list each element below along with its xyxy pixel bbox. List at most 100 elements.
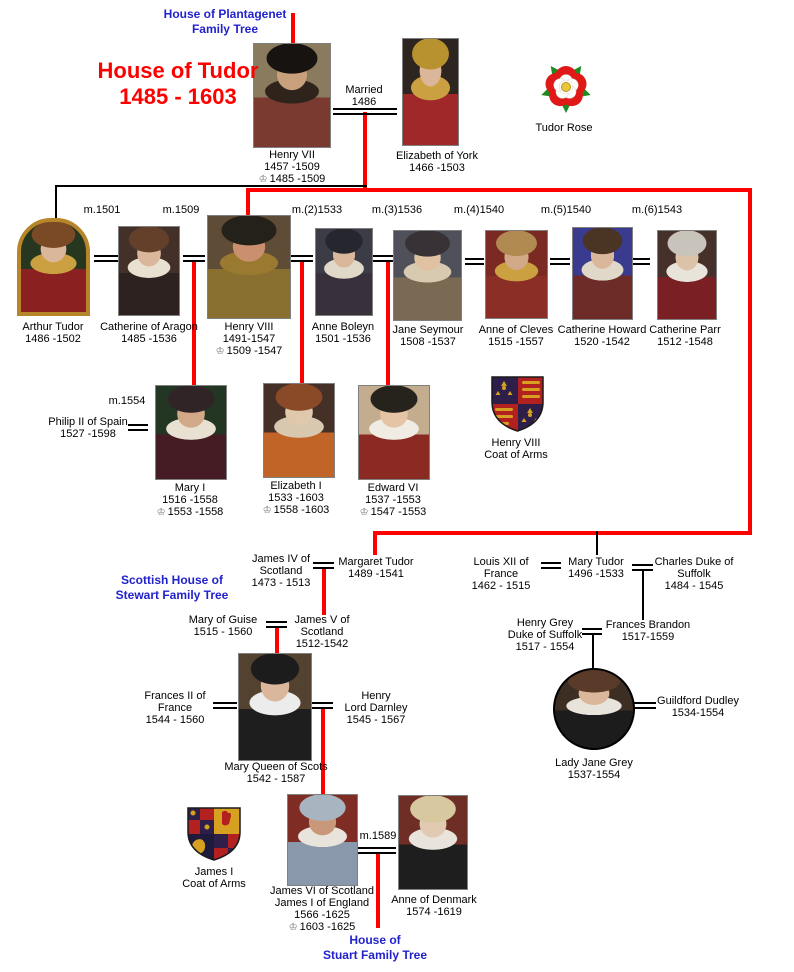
person-dates: 1457 -1509 — [264, 161, 320, 173]
person-name: James V of — [294, 614, 350, 626]
marriage-label-5-1540: m.(5)1540 — [540, 204, 592, 216]
label-mary-of-guise: Mary of Guise 1515 - 1560 — [158, 614, 288, 638]
portrait-mary-i — [155, 385, 227, 480]
person-name: Catherine Parr — [649, 324, 721, 336]
line-to-arthur-horizontal — [55, 185, 367, 187]
marriage-label-2-1533: m.(2)1533 — [291, 204, 343, 216]
person-dates: 1491-1547 — [222, 333, 276, 345]
person-name: Elizabeth I — [270, 480, 322, 492]
line-james6-drop — [321, 709, 325, 794]
label-elizabeth-of-york: Elizabeth of York 1466 -1503 — [377, 150, 497, 174]
marriage-label-1554: m.1554 — [108, 395, 146, 407]
link-plantagenet-family-tree[interactable]: House of Plantagenet Family Tree — [135, 7, 315, 37]
person-name: France — [483, 568, 519, 580]
title-line: 1485 - 1603 — [119, 84, 237, 109]
label-charles-duke-of-suffolk: Charles Duke of Suffolk 1484 - 1545 — [629, 556, 759, 592]
label-mary-i: Mary I 1516 -1558 ♔1553 -1558 — [130, 482, 250, 519]
line-james5-drop — [322, 569, 326, 615]
person-reign: ♔1553 -1558 — [156, 506, 224, 518]
person-name: Arthur Tudor — [22, 321, 84, 333]
link-stuart-family-tree[interactable]: House of Stuart Family Tree — [285, 933, 465, 963]
person-dates: 1537 -1553 — [365, 494, 421, 506]
label-anne-boleyn: Anne Boleyn 1501 -1536 — [288, 321, 398, 345]
person-dates: 1516 -1558 — [162, 494, 218, 506]
line-mary1-drop — [192, 262, 196, 385]
label-guildford-dudley: Guildford Dudley 1534-1554 — [628, 695, 768, 719]
marriage-line-anne-boleyn-jane-seymour — [373, 255, 395, 262]
line-mary-tudor-drop — [596, 531, 598, 555]
person-dates: 1462 - 1515 — [471, 580, 531, 592]
crown-icon: ♔ — [156, 507, 166, 518]
person-name: Anne Boleyn — [311, 321, 375, 333]
label-jane-seymour: Jane Seymour 1508 -1537 — [373, 324, 483, 348]
label-mary-queen-of-scots: Mary Queen of Scots 1542 - 1587 — [191, 761, 361, 785]
person-dates: 1517-1559 — [621, 631, 675, 643]
person-reign: ♔1509 -1547 — [215, 345, 283, 357]
label-frances-ii-of-france: Frances II of France 1544 - 1560 — [110, 690, 240, 726]
label-james-i-coat-of-arms: James I Coat of Arms — [182, 866, 246, 890]
marriage-line-jane-guildford — [634, 702, 656, 709]
link-line: Stewart Family Tree — [115, 588, 229, 602]
label-tudor-rose: Tudor Rose — [535, 122, 593, 134]
crown-icon: ♔ — [258, 174, 268, 185]
person-reign: ♔1485 -1509 — [258, 173, 326, 185]
person-name: Charles Duke of — [654, 556, 734, 568]
marriage-line-james4-margaret — [313, 562, 334, 569]
line-lower-branch-horizontal — [373, 531, 752, 535]
line-elizabeth1-drop — [300, 262, 304, 383]
person-name: Elizabeth of York — [396, 150, 478, 162]
line-arthur-drop — [55, 185, 57, 218]
person-dates: 1537-1554 — [567, 769, 621, 781]
person-name: Henry VII — [269, 149, 315, 161]
person-reign: ♔1603 -1625 — [288, 921, 356, 933]
link-stewart-family-tree[interactable]: Scottish House of Stewart Family Tree — [82, 573, 262, 603]
portrait-catherine-parr — [657, 230, 717, 320]
person-name: Edward VI — [367, 482, 419, 494]
portrait-catherine-howard — [572, 227, 633, 320]
person-dates: 1515 -1557 — [488, 336, 544, 348]
person-dates: 1486 -1502 — [25, 333, 81, 345]
portrait-arthur-tudor — [17, 218, 90, 316]
person-dates: 1520 -1542 — [574, 336, 630, 348]
person-name: Frances II of — [144, 690, 206, 702]
person-name: Anne of Denmark — [391, 894, 477, 906]
label-elizabeth-i: Elizabeth I 1533 -1603 ♔1558 -1603 — [236, 480, 356, 517]
label-catherine-of-aragon: Catherine of Aragon 1485 -1536 — [79, 321, 219, 345]
marriage-label-1501: m.1501 — [83, 204, 121, 216]
label-married-1486: Married 1486 — [345, 84, 383, 108]
person-dates: 1512-1542 — [295, 638, 349, 650]
person-dates: 1533 -1603 — [268, 492, 324, 504]
person-dates: 1484 - 1545 — [664, 580, 724, 592]
marriage-line-louis12-mary-tudor — [541, 562, 561, 569]
line-mary-qos-drop — [275, 628, 279, 655]
person-name: Scotland — [300, 626, 344, 638]
person-name: Scotland — [259, 565, 303, 577]
person-dates: 1501 -1536 — [315, 333, 371, 345]
portrait-james-vi — [287, 794, 358, 886]
line-stuart-descent — [376, 853, 380, 928]
marriage-line-mary-tudor-charles — [632, 564, 653, 571]
marriage-line-mary-qos-darnley — [312, 702, 333, 709]
crown-icon: ♔ — [215, 346, 225, 357]
label-catherine-parr: Catherine Parr 1512 -1548 — [630, 324, 740, 348]
person-name: Anne of Cleves — [478, 324, 554, 336]
portrait-elizabeth-of-york — [402, 38, 459, 146]
crown-icon: ♔ — [262, 505, 272, 516]
line-plantagenet-descent — [291, 13, 295, 43]
person-name: Guildford Dudley — [657, 695, 739, 707]
page-title: House of Tudor 1485 - 1603 — [68, 58, 288, 110]
person-name: James IV of — [251, 553, 311, 565]
portrait-henry-vii — [253, 43, 331, 148]
label-arthur-tudor: Arthur Tudor 1486 -1502 — [0, 321, 108, 345]
marriage-line-arthur-catherine — [94, 255, 118, 262]
person-name: Henry Grey — [516, 617, 574, 629]
person-dates: 1473 - 1513 — [251, 577, 311, 589]
person-name: France — [157, 702, 193, 714]
portrait-henry-viii — [207, 215, 291, 319]
marriage-line-jane-seymour-anne-cleves — [465, 258, 484, 265]
marriage-label-1509: m.1509 — [162, 204, 200, 216]
person-dates: 1542 - 1587 — [246, 773, 306, 785]
person-name: Henry VIII — [224, 321, 274, 333]
person-name: Louis XII of — [473, 556, 529, 568]
